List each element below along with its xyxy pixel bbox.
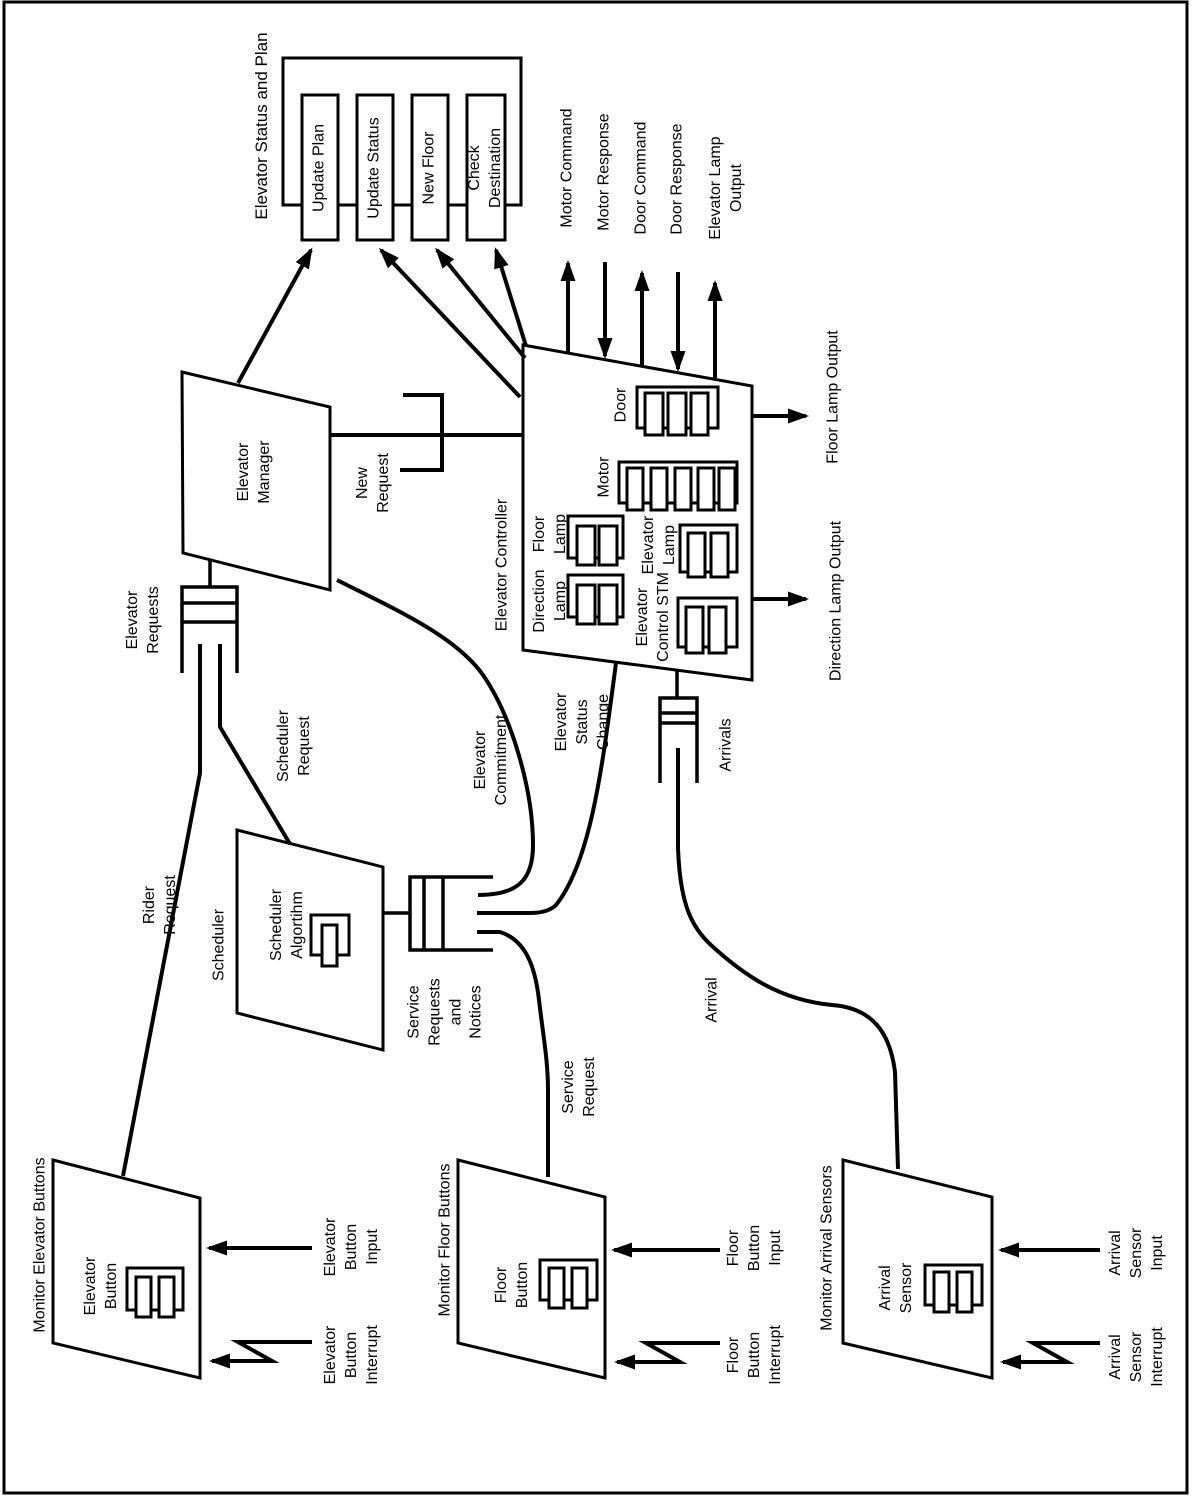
service-request-flow <box>477 930 550 1177</box>
scheduler-algorithm-module-icon <box>309 913 351 968</box>
arrivals-queue <box>658 670 699 783</box>
message-buffer-bracket <box>400 393 444 472</box>
update-plan-arrow <box>236 247 313 384</box>
elevator-button-module-icon <box>125 1266 185 1319</box>
elevator-lamp-module-icon <box>678 523 739 579</box>
update-status-arrow <box>378 247 522 399</box>
arrival-flow <box>676 748 900 1170</box>
elevator-status-change-flow <box>477 662 618 915</box>
scheduler-request-flow <box>218 644 292 846</box>
monitor-floor-buttons-task <box>456 1158 607 1380</box>
check-destination-arrow <box>494 247 528 347</box>
elevator-requests-queue <box>180 560 239 673</box>
elevator-status-plan-group <box>281 56 523 242</box>
motor-module-icon <box>617 460 739 512</box>
direction-lamp-module-icon <box>566 573 625 626</box>
new-request-flow <box>330 393 523 472</box>
elevator-control-stm-module-icon <box>676 596 739 655</box>
door-module-icon <box>635 385 720 437</box>
arrival-sensor-module-icon <box>923 1263 984 1314</box>
arrival-sensor-interrupt-arrow <box>1000 1341 1100 1370</box>
floor-button-module-icon <box>538 1258 599 1310</box>
service-requests-queue <box>383 875 493 952</box>
floor-button-interrupt-arrow <box>614 1341 720 1370</box>
new-floor-arrow <box>435 247 527 360</box>
monitor-arrival-sensors-task <box>841 1158 994 1380</box>
rider-request-flow <box>121 644 202 1177</box>
floor-lamp-module-icon <box>566 514 625 567</box>
elevator-manager-task <box>180 370 332 592</box>
elevator-button-interrupt-arrow <box>209 1340 312 1369</box>
elevator-commitment-flow <box>336 578 536 897</box>
